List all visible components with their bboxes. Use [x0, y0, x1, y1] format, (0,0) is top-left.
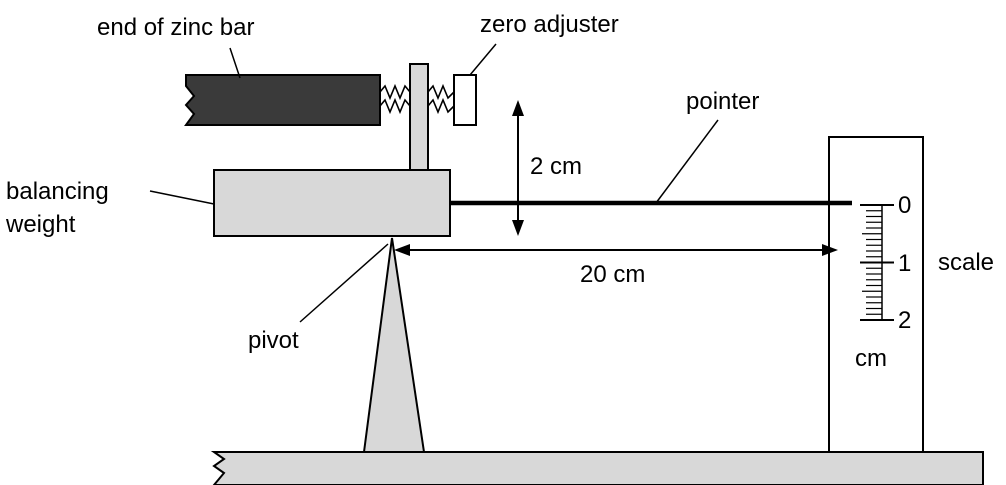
scale-tick-label-1: 1	[898, 250, 911, 277]
leader-zero-adjuster	[469, 43, 497, 76]
spring-right-2	[427, 97, 455, 115]
zero-adjuster-block	[453, 74, 477, 126]
spring-right-1	[427, 83, 455, 101]
vertical-post	[409, 63, 429, 171]
leader-balancing-weight	[149, 190, 215, 205]
label-horizontal-distance: 20 cm	[580, 261, 645, 288]
leader-pivot	[299, 243, 389, 323]
leader-pointer	[655, 119, 719, 204]
label-pointer: pointer	[686, 88, 759, 115]
label-scale: scale	[938, 249, 994, 276]
spring-left-1	[379, 83, 411, 101]
label-balancing: balancing	[6, 178, 109, 205]
vertical-arrow-top	[512, 100, 524, 116]
horizontal-arrow-left	[394, 244, 410, 256]
scale-tick-label-2: 2	[898, 307, 911, 334]
scale-tick-label-0: 0	[898, 192, 911, 219]
label-weight: weight	[5, 211, 76, 238]
horizontal-arrow-right	[822, 244, 838, 256]
zinc-bar	[184, 74, 381, 126]
label-zero-adjuster: zero adjuster	[480, 11, 619, 38]
leader-zinc-bar	[229, 47, 241, 79]
pivot-stand	[362, 237, 426, 453]
scale-ticks	[860, 204, 894, 321]
vertical-arrow-bottom	[512, 220, 524, 236]
scale-board	[828, 136, 924, 453]
spring-left-2	[379, 97, 411, 115]
label-scale-unit: cm	[855, 345, 887, 372]
balancing-weight	[213, 169, 451, 237]
bench	[210, 451, 984, 485]
label-vertical-distance: 2 cm	[530, 153, 582, 180]
label-zinc-bar: end of zinc bar	[97, 14, 254, 41]
label-pivot: pivot	[248, 327, 299, 354]
